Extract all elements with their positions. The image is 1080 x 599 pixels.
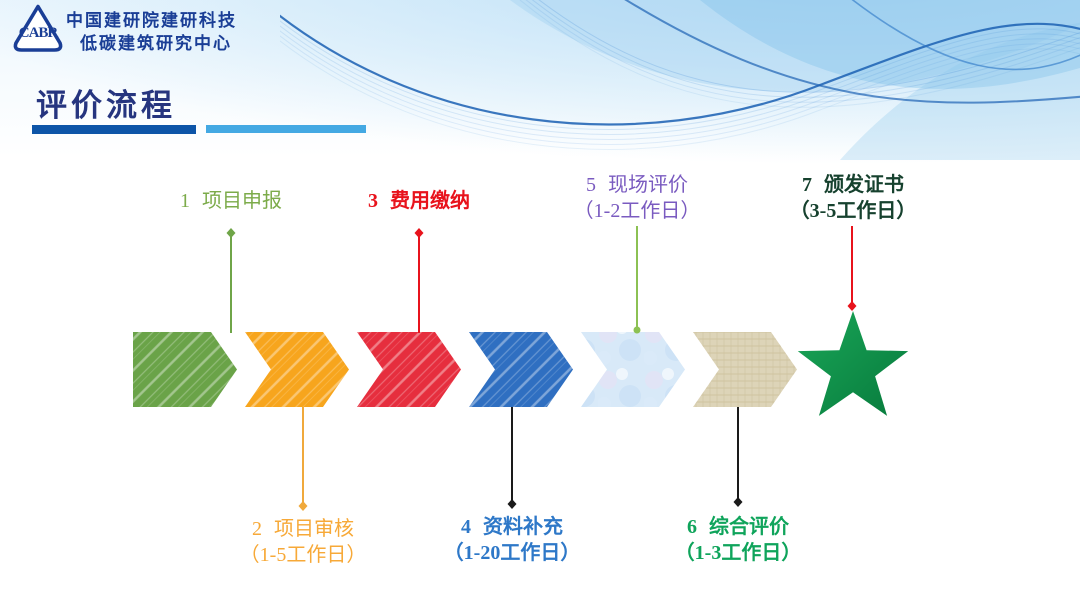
- connector-marker-step-6: [733, 497, 743, 507]
- svg-text:CABR: CABR: [19, 25, 59, 41]
- step-name: 颁发证书: [823, 174, 904, 196]
- connector-marker-step-1: [226, 228, 236, 238]
- connector-marker-step-3: [414, 228, 424, 238]
- org-name: 中国建研院建研科技 低碳建筑研究中心: [66, 9, 237, 55]
- step-number: 3: [368, 190, 378, 212]
- step-duration: （1-5工作日）: [239, 544, 367, 566]
- step-number: 4: [460, 516, 471, 538]
- step-label-1: 1 项目申报: [180, 188, 282, 214]
- connector-marker-step-2: [298, 501, 308, 511]
- step-label-4: 4 资料补充 （1-20工作日）: [444, 514, 581, 566]
- star-step-7-icon: [797, 311, 909, 416]
- page-title: 评价流程: [36, 88, 176, 124]
- step-name: 费用缴纳: [390, 190, 470, 212]
- connectors: [230, 226, 853, 503]
- step-name: 综合评价: [708, 516, 789, 538]
- step-name: 项目审核: [273, 518, 354, 540]
- org-name-line1: 中国建研院建研科技: [66, 11, 237, 30]
- step-duration: （1-2工作日）: [573, 200, 701, 222]
- step-name: 现场评价: [607, 174, 688, 196]
- step-label-6: 6 综合评价 （1-3工作日）: [675, 514, 802, 566]
- step-duration: （3-5工作日）: [789, 200, 917, 222]
- cabr-logo-icon: CABR: [13, 4, 63, 52]
- step-duration: （1-3工作日）: [674, 542, 802, 564]
- connector-marker-step-5: [633, 326, 641, 334]
- step-label-2: 2 项目审核 （1-5工作日）: [240, 516, 367, 568]
- step-number: 6: [686, 516, 697, 538]
- connector-marker-step-7: [847, 301, 857, 311]
- title-underline-light: [206, 125, 366, 133]
- title-underline-dark: [32, 125, 196, 134]
- step-number: 1: [180, 190, 190, 212]
- step-number: 7: [801, 174, 812, 196]
- step-name: 项目申报: [202, 190, 282, 212]
- step-number: 2: [251, 518, 262, 540]
- step-number: 5: [585, 174, 596, 196]
- org-name-line2: 低碳建筑研究中心: [80, 34, 232, 53]
- chevron-band: [133, 332, 797, 407]
- connector-marker-step-4: [507, 499, 517, 509]
- step-duration: （1-20工作日）: [443, 542, 581, 564]
- step-label-5: 5 现场评价 （1-2工作日）: [574, 172, 701, 224]
- step-label-7: 7 颁发证书 （3-5工作日）: [790, 172, 917, 224]
- step-name: 资料补充: [482, 516, 563, 538]
- step-label-3: 3 费用缴纳: [368, 188, 470, 214]
